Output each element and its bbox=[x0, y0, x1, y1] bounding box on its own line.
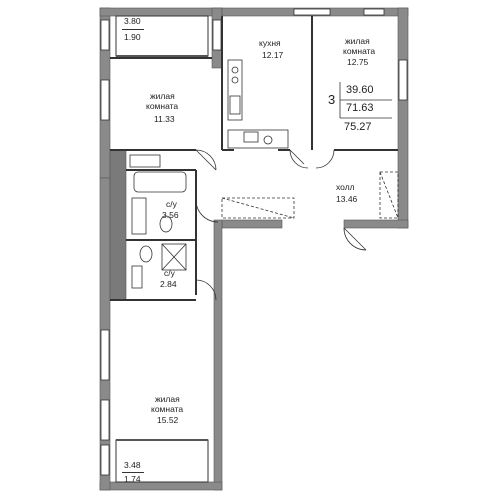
hall-cabinet bbox=[221, 171, 399, 219]
balcony-bottom-area-reduced: 1.74 bbox=[124, 474, 141, 484]
doors bbox=[195, 149, 367, 301]
living-room-3-name: жилая bbox=[155, 394, 180, 404]
kitchen-equipment bbox=[227, 59, 289, 149]
living-room-1-area: 11.33 bbox=[154, 114, 175, 124]
hall-name: холл bbox=[336, 182, 355, 192]
interior-walls bbox=[110, 16, 398, 301]
hall-area: 13.46 bbox=[336, 194, 358, 204]
kitchen-area: 12.17 bbox=[262, 50, 284, 60]
living-room-3-name-2: комната bbox=[151, 404, 184, 414]
balcony-bottom bbox=[115, 439, 209, 483]
living-room-2-area: 12.75 bbox=[347, 57, 369, 67]
room-count: 3 bbox=[328, 92, 336, 107]
balcony-bottom-area-full: 3.48 bbox=[124, 460, 141, 470]
bathroom-1-name: с/у bbox=[166, 199, 177, 209]
bathroom-2-name: с/у bbox=[164, 268, 175, 278]
total-area: 75.27 bbox=[344, 121, 372, 133]
living-area: 39.60 bbox=[346, 84, 374, 96]
living-room-3-area: 15.52 bbox=[157, 415, 179, 425]
living-room-1-name-2: комната bbox=[146, 101, 179, 111]
balcony-top-area-reduced: 1.90 bbox=[124, 32, 141, 42]
total-area-excl-balcony: 71.63 bbox=[346, 102, 374, 114]
living-room-2-name: жилая bbox=[345, 36, 370, 46]
living-room-1-name: жилая bbox=[150, 91, 175, 101]
balcony-bottom-divider bbox=[122, 472, 144, 473]
summary-frame bbox=[339, 82, 392, 119]
windows bbox=[100, 8, 408, 476]
bathroom-1-area: 3.56 bbox=[162, 210, 179, 220]
bathroom-equipment bbox=[129, 154, 187, 289]
area-summary: 3 39.60 71.63 75.27 bbox=[320, 80, 394, 136]
balcony-top bbox=[115, 15, 209, 57]
kitchen-name: кухня bbox=[259, 38, 281, 48]
balcony-top-divider bbox=[122, 29, 144, 30]
living-room-2-name-2: комната bbox=[343, 46, 376, 56]
bathroom-2-area: 2.84 bbox=[160, 279, 177, 289]
balcony-top-area-full: 3.80 bbox=[124, 16, 141, 26]
